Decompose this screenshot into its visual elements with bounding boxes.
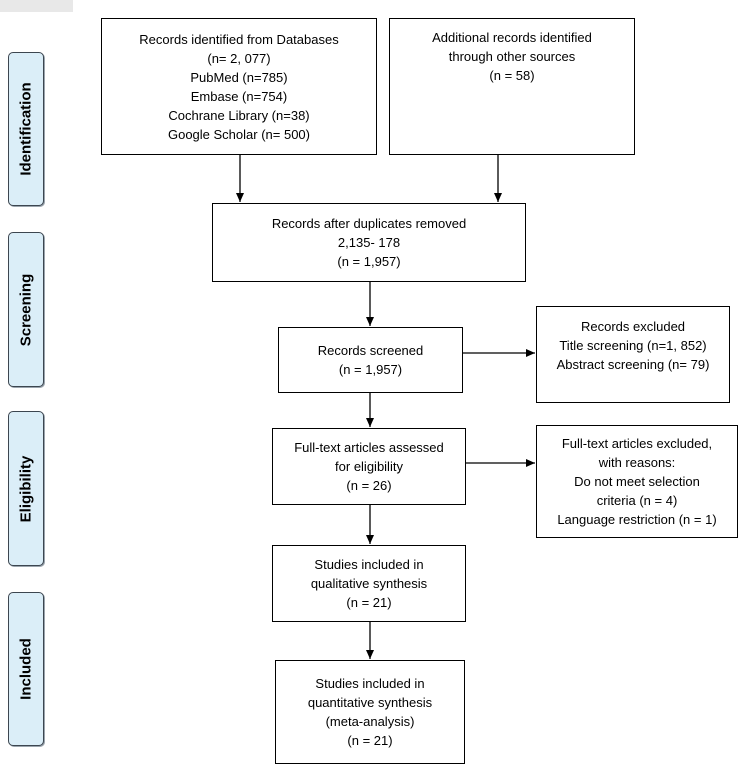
fulltext-excluded-line-1: Full-text articles excluded, xyxy=(561,436,713,451)
fulltext-assessed-line-3: (n = 26) xyxy=(346,478,392,493)
fulltext-assessed-line-1: Full-text articles assessed xyxy=(294,440,444,455)
databases-line-1: Records identified from Databases xyxy=(139,31,339,47)
excluded-line-1: Records excluded xyxy=(580,319,686,334)
excluded-line-3: Abstract screening (n= 79) xyxy=(556,357,710,372)
databases-line-6: Google Scholar (n= 500) xyxy=(167,126,310,142)
fulltext-excluded-line-5: Language restriction (n = 1) xyxy=(557,512,717,527)
after-duplicates-line-2: 2,135- 178 xyxy=(337,235,401,250)
box-qualitative-synthesis: Studies included in qualitative synthesi… xyxy=(272,545,466,622)
fulltext-excluded-line-4: criteria (n = 4) xyxy=(596,493,678,508)
databases-line-4: Embase (n=754) xyxy=(190,88,288,104)
box-after-duplicates: Records after duplicates removed 2,135- … xyxy=(212,203,526,282)
excluded-line-2: Title screening (n=1, 852) xyxy=(559,338,707,353)
databases-line-2: (n= 2, 077) xyxy=(207,50,271,66)
stage-eligibility: Eligibility xyxy=(8,411,44,566)
quantitative-line-2: quantitative synthesis xyxy=(307,695,433,710)
databases-line-3: PubMed (n=785) xyxy=(190,69,288,85)
databases-line-5: Cochrane Library (n=38) xyxy=(168,107,310,123)
fulltext-excluded-line-3: Do not meet selection xyxy=(574,474,700,489)
box-records-from-databases: Records identified from Databases (n= 2,… xyxy=(101,18,377,155)
qualitative-line-1: Studies included in xyxy=(314,557,424,572)
other-sources-line-1: Additional records identified xyxy=(432,30,592,45)
box-records-excluded: Records excluded Title screening (n=1, 8… xyxy=(536,306,730,403)
box-quantitative-synthesis: Studies included in quantitative synthes… xyxy=(275,660,465,764)
stage-screening: Screening xyxy=(8,232,44,387)
quantitative-line-1: Studies included in xyxy=(315,676,425,691)
quantitative-line-3: (meta-analysis) xyxy=(325,714,415,729)
box-fulltext-excluded: Full-text articles excluded, with reason… xyxy=(536,425,738,538)
quantitative-line-4: (n = 21) xyxy=(347,733,393,748)
qualitative-line-2: qualitative synthesis xyxy=(310,576,428,591)
screened-line-2: (n = 1,957) xyxy=(338,362,403,377)
stage-included: Included xyxy=(8,592,44,746)
fulltext-assessed-line-2: for eligibility xyxy=(335,459,403,474)
box-fulltext-assessed: Full-text articles assessed for eligibil… xyxy=(272,428,466,505)
after-duplicates-line-1: Records after duplicates removed xyxy=(271,216,467,231)
other-sources-line-3: (n = 58) xyxy=(489,68,535,83)
box-other-sources: Additional records identified through ot… xyxy=(389,18,635,155)
after-duplicates-line-3: (n = 1,957) xyxy=(337,254,401,269)
other-sources-line-2: through other sources xyxy=(448,49,576,64)
stage-identification: Identification xyxy=(8,52,44,206)
corner-tab xyxy=(0,0,73,12)
box-records-screened: Records screened (n = 1,957) xyxy=(278,327,463,393)
fulltext-excluded-line-2: with reasons: xyxy=(598,455,676,470)
screened-line-1: Records screened xyxy=(317,343,424,358)
qualitative-line-3: (n = 21) xyxy=(346,595,392,610)
